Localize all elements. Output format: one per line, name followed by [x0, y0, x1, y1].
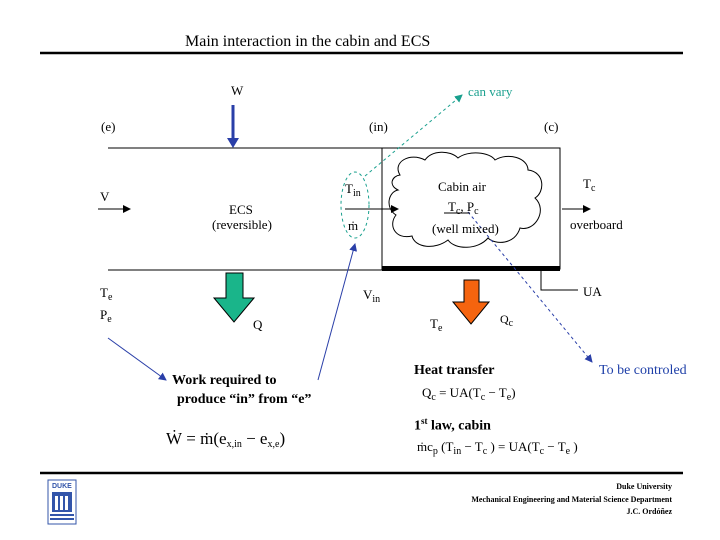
- external-temperature-label: Te: [100, 285, 113, 303]
- ua-leader: [540, 270, 578, 291]
- work-required-line2: produce “in” from “e”: [177, 392, 312, 407]
- ua-label: UA: [583, 284, 602, 299]
- cabin-state-label: Tc, Pc: [448, 199, 479, 217]
- footer-author: J.C. Ordóñez: [626, 507, 672, 516]
- external-pressure-label: Pe: [100, 307, 112, 325]
- inlet-temperature-label: Tin: [345, 181, 361, 199]
- first-law-equation: ṁcp (Tin − Tc ) = UA(Tc − Te ): [417, 439, 578, 457]
- duke-logo-text: DUKE: [52, 483, 72, 490]
- can-vary-label: can vary: [468, 84, 513, 99]
- cabin-floor: [382, 266, 560, 271]
- cabin-temperature-out-label: Tc: [583, 176, 596, 194]
- work-required-line1: Work required to: [172, 373, 277, 388]
- cabin-air-cloud: [388, 151, 543, 248]
- heat-transfer-equation: Qc = UA(Tc − Te): [422, 385, 516, 403]
- state-in-label: (in): [369, 119, 388, 134]
- mass-flow-label: ṁ: [348, 218, 359, 233]
- duke-logo: [47, 479, 77, 525]
- inlet-state-ellipse: [340, 171, 370, 239]
- reversible-label: (reversible): [212, 217, 272, 232]
- first-law-heading: 1st law, cabin: [414, 416, 491, 434]
- cabin-air-label: Cabin air: [438, 179, 487, 194]
- state-c-label: (c): [544, 119, 559, 134]
- to-be-controlled-label: To be controled: [599, 363, 687, 378]
- work-to-inlet-pointer: [317, 243, 358, 381]
- well-mixed-label: (well mixed): [432, 221, 499, 236]
- footer-university: Duke University: [616, 482, 672, 491]
- env-temperature-bottom-label: Te: [430, 316, 443, 334]
- velocity-label: V: [100, 189, 110, 204]
- ecs-label: ECS: [229, 202, 253, 217]
- work-equation: Ẇ = ṁ(ex,in − ex,e): [166, 429, 286, 450]
- page-title: Main interaction in the cabin and ECS: [185, 33, 431, 50]
- ecs-heat-arrow: [212, 272, 256, 323]
- ecs-heat-label: Q: [253, 317, 263, 332]
- pe-pointer: [107, 337, 167, 381]
- heat-transfer-heading: Heat transfer: [414, 363, 495, 378]
- work-label: W: [231, 83, 244, 98]
- footer-department: Mechanical Engineering and Material Scie…: [471, 495, 672, 504]
- cabin-heat-label: Qc: [500, 312, 514, 329]
- controlled-pointer: [467, 211, 593, 363]
- cabin-heat-arrow: [451, 279, 491, 325]
- overboard-label: overboard: [570, 217, 623, 232]
- inlet-velocity-label: Vin: [363, 287, 381, 305]
- state-e-label: (e): [101, 119, 116, 134]
- work-arrow-head: [227, 138, 239, 148]
